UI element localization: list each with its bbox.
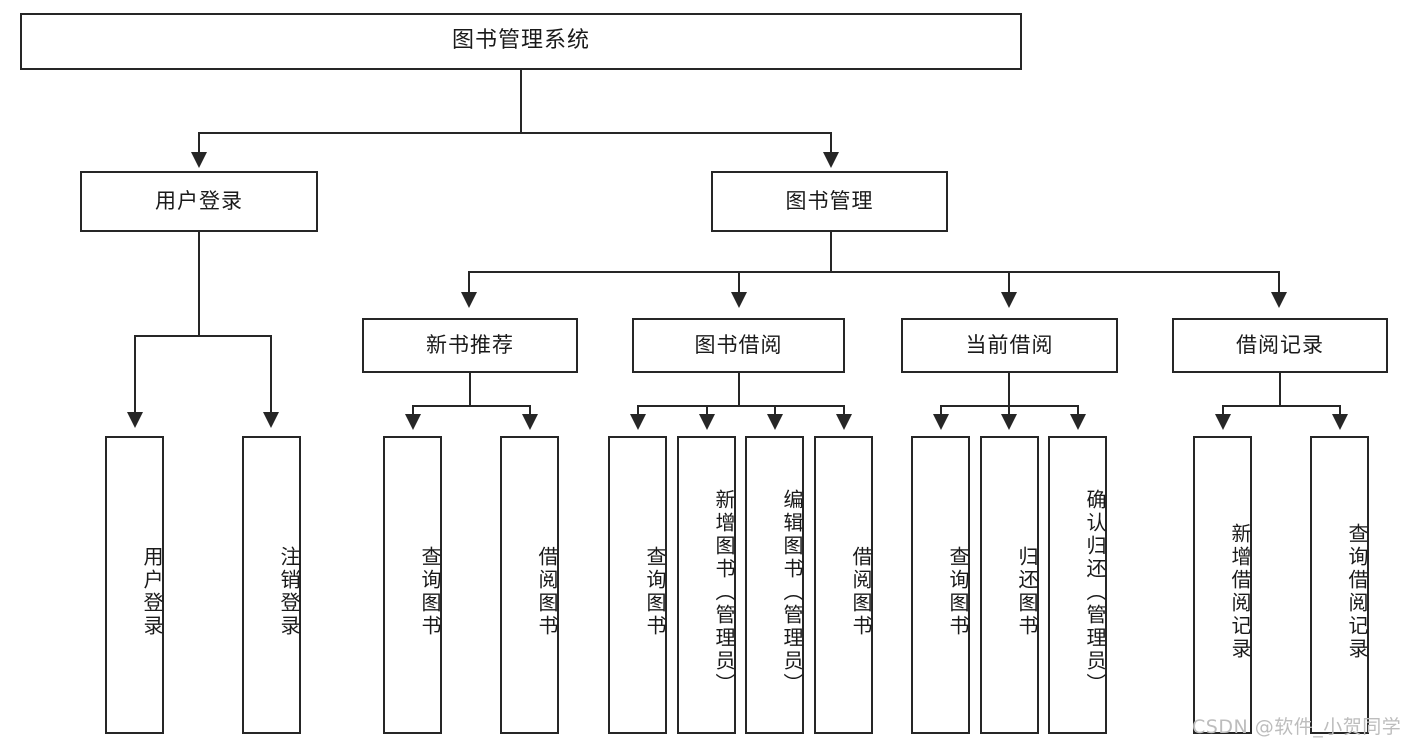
node-label: 注销登录 <box>277 546 301 638</box>
node-label: 编辑图书（管理员） <box>780 488 804 696</box>
connector-root-to-user-login <box>198 132 200 156</box>
leaf-book-borrow-add-book-admin[interactable]: 新增图书（管理员） <box>677 436 736 734</box>
leaf-new-book-borrow-book[interactable]: 借阅图书 <box>500 436 559 734</box>
leaf-user-login-login[interactable]: 用户登录 <box>105 436 164 734</box>
node-label: 新增图书（管理员） <box>712 488 736 696</box>
connector-book-borrow-to-leaf-1 <box>637 405 639 417</box>
node-label: 借阅图书 <box>535 546 559 638</box>
leaf-current-borrow-return-book[interactable]: 归还图书 <box>980 436 1039 734</box>
arrowhead-book-borrow-leaf-1 <box>630 414 646 430</box>
node-root-book-management-system[interactable]: 图书管理系统 <box>20 13 1022 70</box>
connector-level3-bus <box>468 271 1280 273</box>
connector-borrow-record-to-leaf-2 <box>1339 405 1341 417</box>
arrowhead-current-borrow <box>1001 292 1017 308</box>
arrowhead-current-borrow-leaf-1 <box>933 414 949 430</box>
connector-to-current-borrow <box>1008 271 1010 296</box>
connector-root-stem <box>520 70 522 133</box>
connector-borrow-record-stem <box>1279 373 1281 406</box>
connector-current-borrow-to-leaf-3 <box>1077 405 1079 417</box>
arrowhead-user-login-leaf-2 <box>263 412 279 428</box>
arrowhead-borrow-record <box>1271 292 1287 308</box>
node-label: 借阅记录 <box>1236 332 1324 357</box>
node-borrow-record[interactable]: 借阅记录 <box>1172 318 1388 373</box>
connector-current-borrow-to-leaf-2 <box>1008 405 1010 417</box>
node-label: 用户登录 <box>140 546 164 638</box>
connector-new-book-stem <box>469 373 471 406</box>
connector-book-borrow-bus <box>637 405 844 407</box>
arrowhead-book-borrow <box>731 292 747 308</box>
node-label: 新增借阅记录 <box>1228 523 1252 661</box>
node-label: 新书推荐 <box>426 332 514 357</box>
connector-new-book-to-leaf-1 <box>412 405 414 417</box>
connector-user-login-stem <box>198 232 200 336</box>
arrowhead-book-borrow-leaf-4 <box>836 414 852 430</box>
arrowhead-current-borrow-leaf-3 <box>1070 414 1086 430</box>
node-label: 查询图书 <box>946 546 970 638</box>
connector-book-borrow-to-leaf-4 <box>843 405 845 417</box>
leaf-book-borrow-query-book[interactable]: 查询图书 <box>608 436 667 734</box>
arrowhead-root-to-book-management <box>823 152 839 168</box>
node-label: 当前借阅 <box>965 332 1054 357</box>
connector-user-login-bus <box>134 335 270 337</box>
connector-user-login-to-leaf-1 <box>134 335 136 415</box>
arrowhead-new-book-leaf-2 <box>522 414 538 430</box>
arrowhead-book-borrow-leaf-2 <box>699 414 715 430</box>
node-label: 查询图书 <box>643 546 667 638</box>
leaf-current-borrow-query-book[interactable]: 查询图书 <box>911 436 970 734</box>
leaf-book-borrow-borrow-book[interactable]: 借阅图书 <box>814 436 873 734</box>
arrowhead-new-book-leaf-1 <box>405 414 421 430</box>
leaf-borrow-record-add-record[interactable]: 新增借阅记录 <box>1193 436 1252 734</box>
connector-user-login-to-leaf-2 <box>270 335 272 415</box>
node-label: 借阅图书 <box>849 546 873 638</box>
arrowhead-user-login-leaf-1 <box>127 412 143 428</box>
node-label: 图书管理系统 <box>451 28 590 54</box>
connector-to-new-book <box>468 271 470 296</box>
connector-new-book-to-leaf-2 <box>529 405 531 417</box>
node-label: 图书借阅 <box>694 332 783 357</box>
leaf-current-borrow-confirm-return-admin[interactable]: 确认归还（管理员） <box>1048 436 1107 734</box>
connector-current-borrow-to-leaf-1 <box>940 405 942 417</box>
node-book-management[interactable]: 图书管理 <box>711 171 948 232</box>
arrowhead-book-borrow-leaf-3 <box>767 414 783 430</box>
leaf-user-login-logout[interactable]: 注销登录 <box>242 436 301 734</box>
node-label: 确认归还（管理员） <box>1083 488 1107 696</box>
node-current-borrow[interactable]: 当前借阅 <box>901 318 1118 373</box>
leaf-borrow-record-query-record[interactable]: 查询借阅记录 <box>1310 436 1369 734</box>
connector-current-borrow-stem <box>1008 373 1010 406</box>
node-label: 图书管理 <box>785 188 874 213</box>
connector-to-book-borrow <box>738 271 740 296</box>
arrowhead-borrow-record-leaf-1 <box>1215 414 1231 430</box>
connector-root-bus <box>198 132 832 134</box>
node-label: 归还图书 <box>1015 546 1039 638</box>
node-user-login[interactable]: 用户登录 <box>80 171 318 232</box>
node-label: 用户登录 <box>155 188 243 213</box>
arrowhead-new-book <box>461 292 477 308</box>
node-book-borrow[interactable]: 图书借阅 <box>632 318 845 373</box>
connector-new-book-bus <box>412 405 530 407</box>
connector-borrow-record-to-leaf-1 <box>1222 405 1224 417</box>
arrowhead-borrow-record-leaf-2 <box>1332 414 1348 430</box>
connector-book-borrow-stem <box>738 373 740 406</box>
arrowhead-current-borrow-leaf-2 <box>1001 414 1017 430</box>
connector-root-to-book-management <box>830 132 832 156</box>
leaf-book-borrow-edit-book-admin[interactable]: 编辑图书（管理员） <box>745 436 804 734</box>
leaf-new-book-query-book[interactable]: 查询图书 <box>383 436 442 734</box>
connector-borrow-record-bus <box>1222 405 1340 407</box>
node-label: 查询图书 <box>418 546 442 638</box>
node-label: 查询借阅记录 <box>1345 523 1369 661</box>
connector-book-borrow-to-leaf-2 <box>706 405 708 417</box>
connector-to-borrow-record <box>1278 271 1280 296</box>
connector-book-management-stem <box>830 232 832 272</box>
connector-book-borrow-to-leaf-3 <box>774 405 776 417</box>
arrowhead-root-to-user-login <box>191 152 207 168</box>
node-new-book-recommend[interactable]: 新书推荐 <box>362 318 578 373</box>
